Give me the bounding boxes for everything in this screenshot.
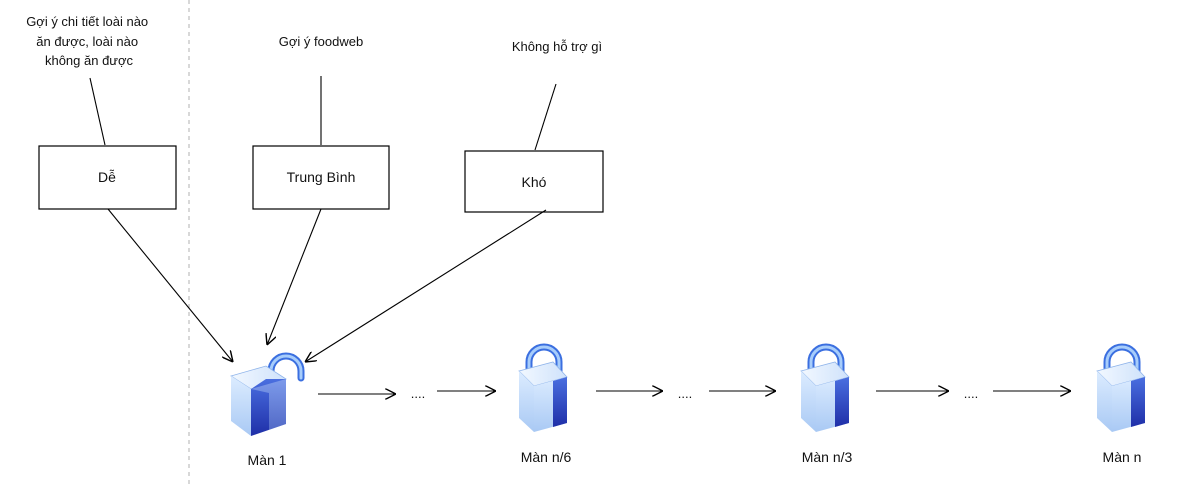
easy-note: Gợi ý chi tiết loài nào ăn được, loài nà… xyxy=(26,14,152,68)
medium-box[interactable]: Trung Bình xyxy=(252,145,390,210)
easy-note-line-2: ăn được, loài nào xyxy=(36,34,138,49)
level-n-node[interactable]: Màn n xyxy=(1096,343,1146,465)
easy-note-line-1: Gợi ý chi tiết loài nào xyxy=(26,14,148,29)
level-n3-node[interactable]: Màn n/3 xyxy=(800,343,853,465)
level-1-node[interactable]: Màn 1 xyxy=(230,352,305,468)
hard-box[interactable]: Khó xyxy=(464,150,604,213)
easy-box[interactable]: Dễ xyxy=(38,145,177,210)
easy-note-line-3: không ăn được xyxy=(45,53,134,68)
easy-to-level1-arrow xyxy=(107,208,233,362)
medium-to-level1-arrow xyxy=(267,208,322,345)
ellipsis-3: .... xyxy=(964,386,978,401)
padlock-icon xyxy=(800,343,850,432)
hard-box-label: Khó xyxy=(522,174,547,190)
ellipsis-2: .... xyxy=(678,386,692,401)
medium-note: Gợi ý foodweb xyxy=(279,34,363,49)
easy-note-connector xyxy=(89,77,106,146)
level-n6-label: Màn n/6 xyxy=(521,449,572,465)
level-1-label: Màn 1 xyxy=(248,452,287,468)
level-n3-label: Màn n/3 xyxy=(802,449,853,465)
level-n6-node[interactable]: Màn n/6 xyxy=(518,343,572,465)
unlocked-padlock-icon xyxy=(230,352,305,436)
ellipsis-1: .... xyxy=(411,386,425,401)
medium-box-label: Trung Bình xyxy=(287,169,356,185)
easy-box-label: Dễ xyxy=(98,169,116,185)
level-n-label: Màn n xyxy=(1103,449,1142,465)
hard-to-level1-arrow xyxy=(305,209,547,362)
padlock-icon xyxy=(1096,343,1146,432)
padlock-icon xyxy=(518,343,568,432)
hard-note: Không hỗ trợ gì xyxy=(512,39,602,54)
hard-note-connector xyxy=(534,83,557,151)
